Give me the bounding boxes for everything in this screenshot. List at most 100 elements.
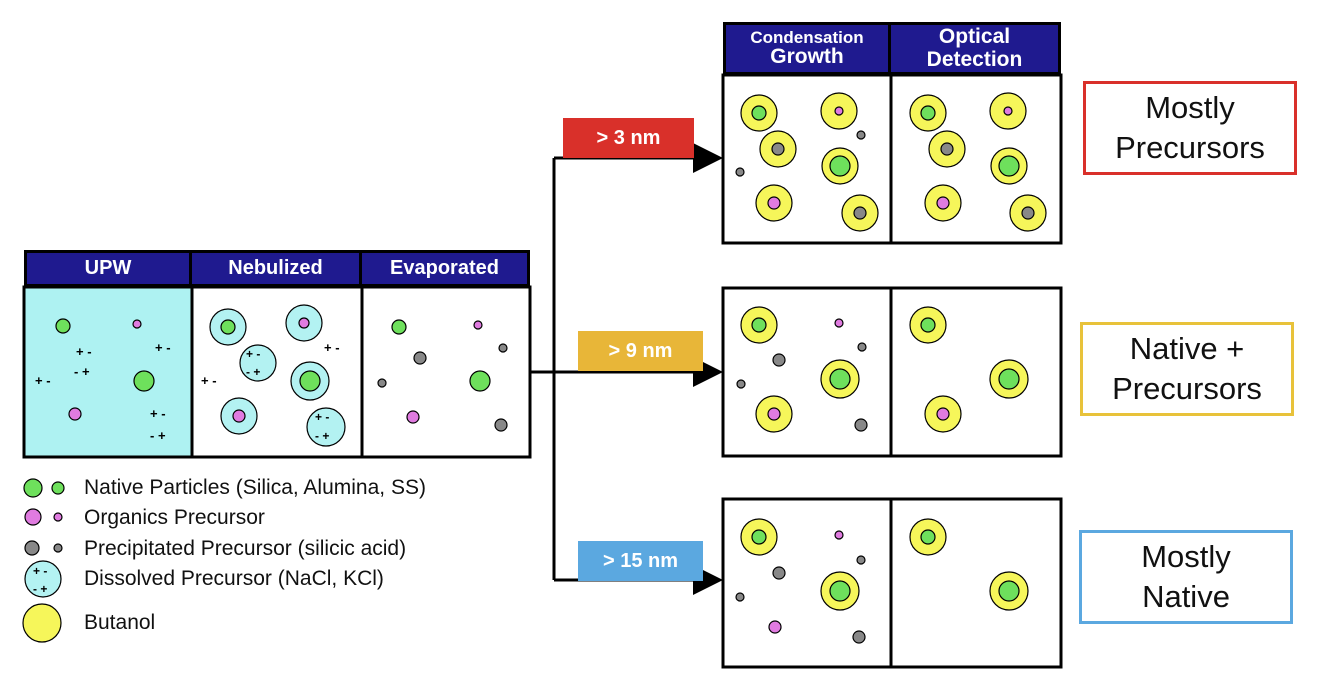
- organics-precursor-icon: [24, 508, 42, 526]
- nebulized-droplet: [306, 407, 346, 447]
- result-line2: Precursors: [1115, 130, 1265, 165]
- ion-charge: - +: [33, 582, 47, 596]
- header-nebulized: Nebulized: [192, 250, 362, 287]
- nucleus-particle: [998, 368, 1020, 390]
- precipitated-particle: [735, 592, 745, 602]
- native-particle: [55, 318, 71, 334]
- nucleus-particle: [298, 317, 310, 329]
- nucleus-particle: [1021, 206, 1035, 220]
- organics-particle: [132, 319, 142, 329]
- organics-particle: [406, 410, 420, 424]
- nucleus-particle: [834, 106, 844, 116]
- particles-layer: + -+ -- ++ -+ -- ++ -- ++ -+ -+ -- +: [35, 92, 1047, 644]
- nucleus-particle: [936, 407, 950, 421]
- result-line1: Mostly: [1141, 538, 1231, 574]
- legend-label-precipitated: Precipitated Precursor (silicic acid): [84, 537, 407, 560]
- precipitated-particle: [856, 130, 866, 140]
- nucleus-particle: [936, 196, 950, 210]
- result-line1: Native +: [1129, 330, 1245, 366]
- native-particle: [391, 319, 407, 335]
- precipitated-particle: [736, 379, 746, 389]
- result-box-mostly-precursors: Mostly Precursors: [1083, 81, 1297, 175]
- ion-charge: - +: [150, 428, 166, 443]
- result-line2: Precursors: [1112, 371, 1262, 406]
- result-line1: Mostly: [1145, 89, 1235, 125]
- ion-charge: + -: [324, 340, 340, 355]
- ion-charge: + -: [150, 406, 166, 421]
- nucleus-particle: [771, 142, 785, 156]
- precipitated-particle: [772, 566, 786, 580]
- precipitated-particle: [413, 351, 427, 365]
- precipitated-particle: [735, 167, 745, 177]
- cutoff-tag-3nm: > 3 nm: [563, 118, 694, 158]
- legend-label-organics: Organics Precursor: [84, 506, 265, 529]
- ion-charge: + -: [35, 373, 51, 388]
- condensation-label: Condensation: [750, 27, 864, 47]
- ion-charge: + -: [246, 347, 260, 361]
- cutoff-tag-9nm: > 9 nm: [578, 331, 703, 371]
- legend-label-dissolved: Dissolved Precursor (NaCl, KCl): [84, 567, 384, 590]
- nucleus-particle: [751, 105, 767, 121]
- legend-icons: + -- +: [22, 478, 65, 643]
- nucleus-particle: [232, 409, 246, 423]
- nucleus-particle: [751, 317, 767, 333]
- nucleus-particle: [998, 580, 1020, 602]
- evaporated-box: [360, 285, 532, 459]
- organics-particle: [768, 620, 782, 634]
- nucleus-particle: [920, 529, 936, 545]
- growth-label: Growth: [770, 45, 844, 69]
- nucleus-particle: [829, 155, 851, 177]
- ion-charge: + -: [76, 344, 92, 359]
- organics-precursor-icon: [53, 512, 63, 522]
- legend-label-butanol: Butanol: [84, 611, 156, 634]
- organics-particle: [473, 320, 483, 330]
- nucleus-particle: [767, 407, 781, 421]
- ion-charge: - +: [315, 429, 329, 443]
- nucleus-particle: [829, 580, 851, 602]
- cutoff-tag-15nm: > 15 nm: [578, 541, 703, 581]
- ion-charge: + -: [315, 410, 329, 424]
- upw-box: [22, 285, 194, 459]
- ion-charge: + -: [155, 340, 171, 355]
- nucleus-particle: [853, 206, 867, 220]
- legend-label-native: Native Particles (Silica, Alumina, SS): [84, 476, 426, 499]
- native-particle: [133, 370, 155, 392]
- nucleus-particle: [299, 370, 321, 392]
- nucleus-particle: [1003, 106, 1013, 116]
- precipitated-particle: [852, 630, 866, 644]
- organics-particle: [68, 407, 82, 421]
- precipitated-particle: [377, 378, 387, 388]
- header-evaporated: Evaporated: [362, 250, 530, 287]
- precipitated-particle: [494, 418, 508, 432]
- precipitated-particle: [498, 343, 508, 353]
- nucleus-particle: [767, 196, 781, 210]
- nucleus-particle: [920, 105, 936, 121]
- result-line2: Native: [1142, 579, 1230, 614]
- ion-charge: - +: [74, 364, 90, 379]
- native-particle-icon: [51, 481, 65, 495]
- header-upw: UPW: [24, 250, 192, 287]
- header-optical-detection: Optical Detection: [891, 22, 1061, 75]
- native-particle: [469, 370, 491, 392]
- nucleus-particle: [998, 155, 1020, 177]
- nebulized-droplet: [239, 344, 277, 382]
- organics-particle: [834, 318, 844, 328]
- nucleus-particle: [920, 317, 936, 333]
- nucleus-particle: [940, 142, 954, 156]
- precipitated-precursor-icon: [53, 543, 63, 553]
- precipitated-particle: [854, 418, 868, 432]
- precipitated-particle: [856, 555, 866, 565]
- nucleus-particle: [829, 368, 851, 390]
- result-box-mostly-native: Mostly Native: [1079, 530, 1293, 624]
- dissolved-precursor-icon: [24, 560, 62, 598]
- nucleus-particle: [751, 529, 767, 545]
- optical-label: Optical: [938, 25, 1011, 49]
- precipitated-precursor-icon: [24, 540, 40, 556]
- ion-charge: - +: [246, 365, 260, 379]
- result-box-native-precursors: Native + Precursors: [1080, 322, 1294, 416]
- detection-label: Detection: [926, 47, 1023, 71]
- precipitated-particle: [857, 342, 867, 352]
- butanol-icon: [22, 603, 62, 643]
- precipitated-particle: [772, 353, 786, 367]
